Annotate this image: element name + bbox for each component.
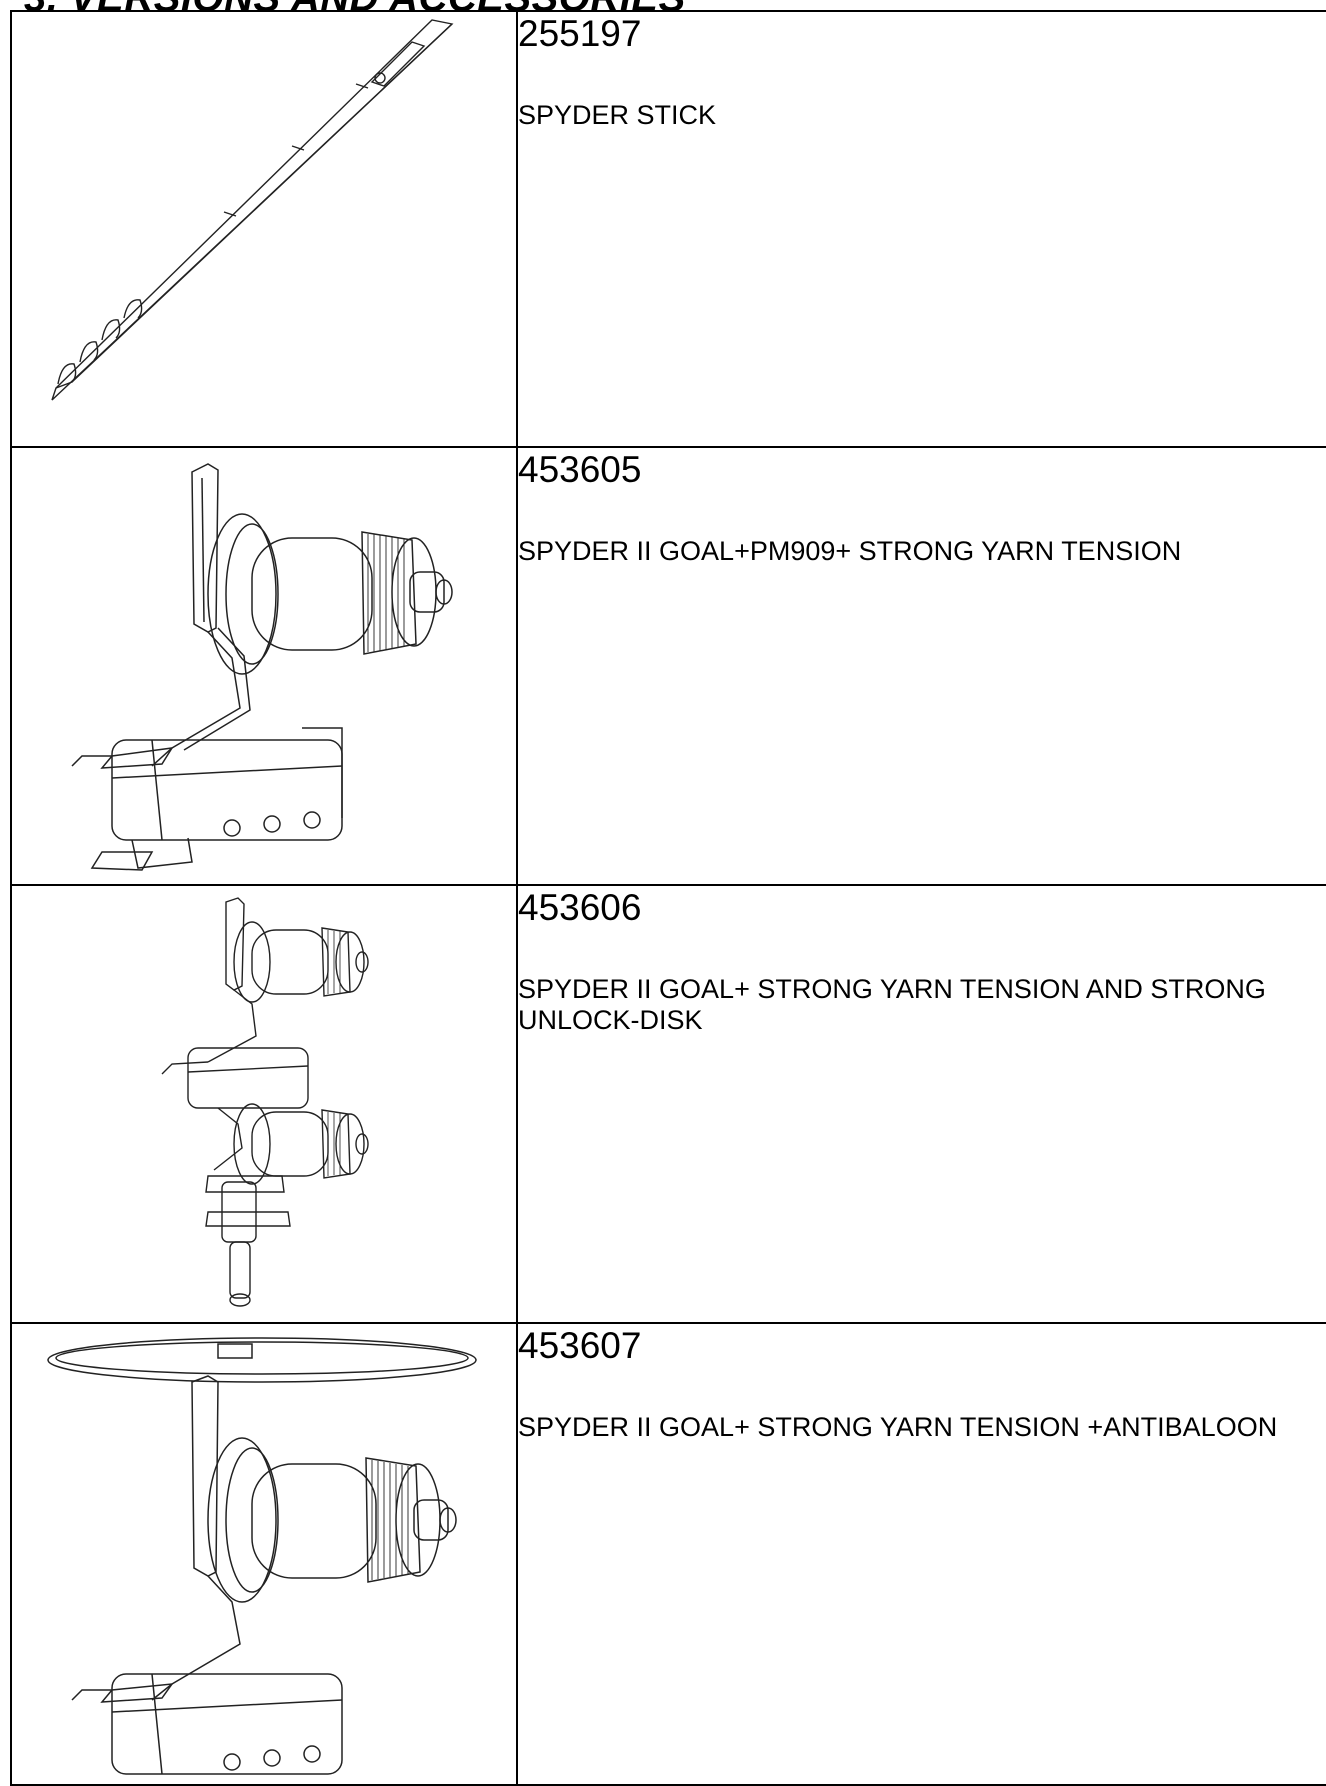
spyder-yarn-tension-drawing-icon — [12, 448, 516, 884]
part-image-cell — [10, 446, 518, 886]
part-description: SPYDER II GOAL+PM909+ STRONG YARN TENSIO… — [518, 536, 1182, 566]
table-row: 453607 SPYDER II GOAL+ STRONG YARN TENSI… — [10, 1322, 1326, 1786]
part-code: 453606 — [518, 887, 642, 928]
part-image-cell — [10, 884, 518, 1324]
spyder-antibaloon-drawing-icon — [12, 1324, 516, 1784]
part-image-cell — [10, 1322, 518, 1786]
spyder-stick-drawing-icon — [12, 12, 516, 446]
spyder-unlock-disk-drawing-icon — [12, 886, 516, 1322]
table-row: 453606 SPYDER II GOAL+ STRONG YARN TENSI… — [10, 884, 1326, 1324]
table-row: 255197 SPYDER STICK — [10, 10, 1326, 448]
part-code: 453605 — [518, 449, 642, 490]
part-description: SPYDER II GOAL+ STRONG YARN TENSION AND … — [518, 974, 1266, 1035]
table-row: 453605 SPYDER II GOAL+PM909+ STRONG YARN… — [10, 446, 1326, 886]
parts-table: 255197 SPYDER STICK — [10, 10, 1326, 1786]
part-code: 453607 — [518, 1325, 642, 1366]
part-text-cell: 453605 SPYDER II GOAL+PM909+ STRONG YARN… — [516, 446, 1326, 886]
part-image-cell — [10, 10, 518, 448]
part-text-cell: 453607 SPYDER II GOAL+ STRONG YARN TENSI… — [516, 1322, 1326, 1786]
part-code: 255197 — [518, 13, 642, 54]
part-description: SPYDER II GOAL+ STRONG YARN TENSION +ANT… — [518, 1412, 1278, 1442]
part-text-cell: 255197 SPYDER STICK — [516, 10, 1326, 448]
part-text-cell: 453606 SPYDER II GOAL+ STRONG YARN TENSI… — [516, 884, 1326, 1324]
part-description: SPYDER STICK — [518, 100, 717, 130]
